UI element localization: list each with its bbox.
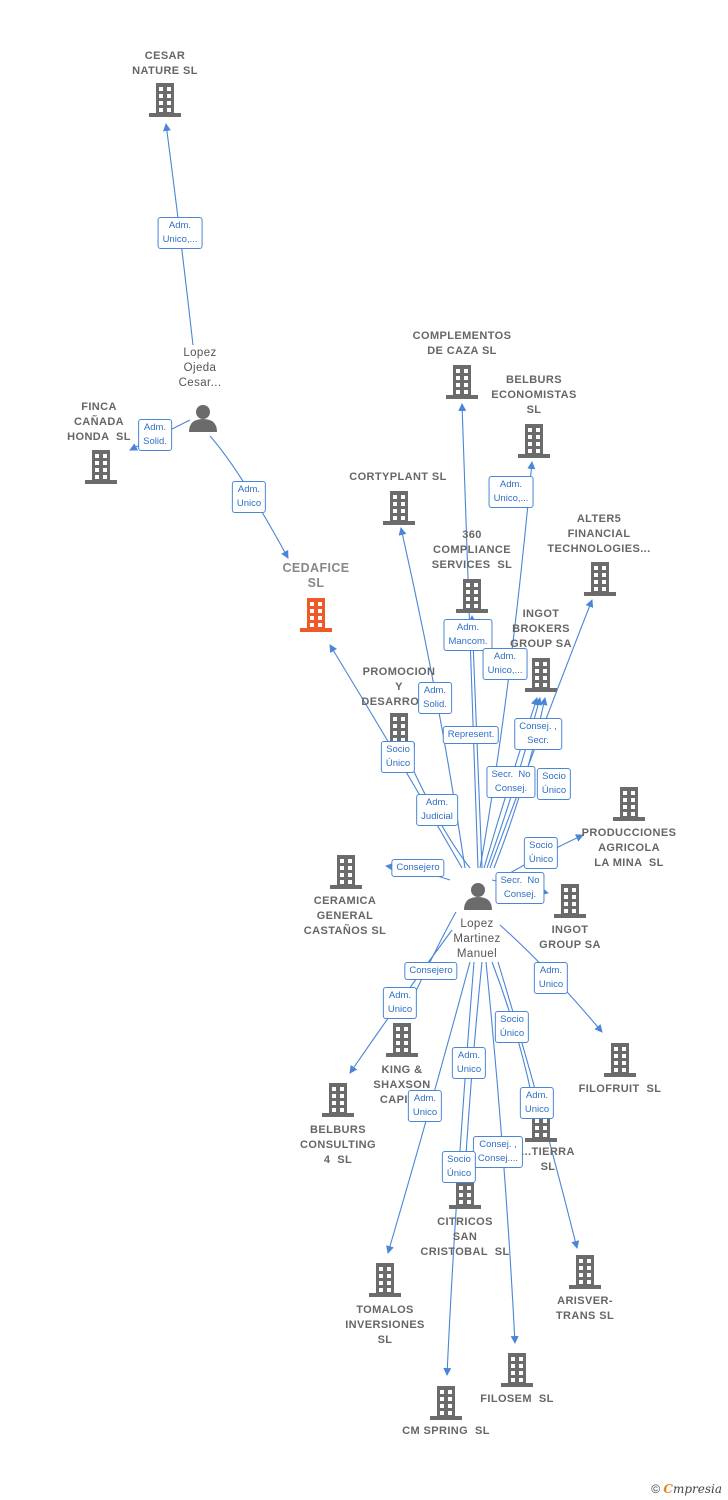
building-icon-belburs_econ[interactable] — [518, 424, 550, 458]
edge-label-lopez_martinez-to-compliance360[interactable]: Represent. — [442, 726, 500, 744]
building-icon-ingot_group[interactable] — [554, 884, 586, 918]
edge-label-lopez_martinez-to-ingot_brokers[interactable]: Adm. Unico,... — [482, 648, 528, 680]
brand-logo: Cmpresia — [663, 1482, 722, 1496]
node-label-filosem[interactable]: FILOSEM SL — [480, 1393, 554, 1405]
edge-label-lopez_martinez-to-ingot_group[interactable]: Secr. No Consej. — [495, 872, 545, 904]
edge-label-lopez_martinez-to-filofruit[interactable]: Adm. Unico — [533, 962, 569, 994]
building-icon-ceramica[interactable] — [330, 855, 362, 889]
building-icon-tomalos[interactable] — [369, 1263, 401, 1297]
edge-label-lopez_martinez-to-belburs_econ[interactable]: Adm. Unico,... — [488, 476, 534, 508]
node-label-promocion[interactable]: PROMOCION Y DESARROL... — [361, 666, 437, 708]
node-label-filofruit[interactable]: FILOFRUIT SL — [578, 1083, 662, 1095]
edge-label-lopez_martinez-to-king_shaxson[interactable]: Consejero — [404, 962, 458, 980]
building-icon-king_shaxson[interactable] — [386, 1023, 418, 1057]
node-label-cedafice[interactable]: CEDAFICE SL — [282, 561, 350, 590]
building-icon-alter5[interactable] — [584, 562, 616, 596]
building-icon-arisver[interactable] — [569, 1255, 601, 1289]
edge-label-lopez_martinez-to-alter5[interactable]: Consej. , Secr. — [514, 718, 562, 750]
node-label-tomalos[interactable]: TOMALOS INVERSIONES SL — [345, 1304, 425, 1346]
node-label-complementos[interactable]: COMPLEMENTOS DE CAZA SL — [412, 330, 512, 357]
person-icon-lopez_martinez[interactable] — [464, 883, 492, 910]
edge-label-lopez_martinez-to-tomalos[interactable]: Adm. Unico — [407, 1090, 443, 1122]
edge-label-lopez_martinez-to-filosem[interactable]: Consej. , Consej.... — [472, 1136, 524, 1168]
node-label-ingot_group[interactable]: INGOT GROUP SA — [539, 924, 601, 951]
edge-label-lopez_martinez-to-ceramica[interactable]: Consejero — [391, 859, 445, 877]
node-label-belburs_cons[interactable]: BELBURS CONSULTING 4 SL — [300, 1124, 376, 1166]
footer-brand: © Cmpresia — [651, 1482, 722, 1496]
edge-label-lopez_ojeda-to-cedafice[interactable]: Adm. Unico — [231, 481, 267, 513]
building-icon-ingot_brokers[interactable] — [525, 658, 557, 692]
edge-label-lopez_ojeda-to-cesar_nature[interactable]: Adm. Unico,... — [157, 217, 203, 249]
edge-label-lopez_martinez-to-cedafice[interactable]: Socio Único — [380, 741, 416, 773]
node-label-cortyplant[interactable]: CORTYPLANT SL — [349, 471, 447, 483]
edge-label-lopez_martinez-to-cm_spring[interactable]: Socio Único — [441, 1151, 477, 1183]
building-icon-complementos[interactable] — [446, 365, 478, 399]
edge-label-lopez_martinez-to-producciones[interactable]: Socio Único — [523, 837, 559, 869]
node-label-citricos[interactable]: CITRICOS SAN CRISTOBAL SL — [420, 1216, 510, 1258]
edge-label-lopez_martinez-to-tierra[interactable]: Socio Único — [494, 1011, 530, 1043]
edge-label-lopez_martinez-to-ingot_brokers[interactable]: Secr. No Consej. — [486, 766, 536, 798]
node-label-ingot_brokers[interactable]: INGOT BROKERS GROUP SA — [510, 608, 572, 650]
building-icon-cesar_nature[interactable] — [149, 83, 181, 117]
copyright-symbol: © — [651, 1482, 661, 1496]
building-icon-cedafice[interactable] — [300, 598, 332, 632]
node-label-compliance360[interactable]: 360 COMPLIANCE SERVICES SL — [431, 529, 513, 571]
edge-label-lopez_martinez-to-arisver[interactable]: Adm. Unico — [519, 1087, 555, 1119]
edge-label-lopez_martinez-to-cortyplant[interactable]: Adm. Solid. — [418, 682, 452, 714]
edge-lopez_martinez-to-belburs_econ — [479, 461, 536, 869]
node-label-cm_spring[interactable]: CM SPRING SL — [402, 1425, 490, 1437]
node-label-producciones[interactable]: PRODUCCIONES AGRICOLA LA MINA SL — [581, 827, 677, 869]
nodes-layer — [85, 83, 645, 1420]
node-label-finca_canada[interactable]: FINCA CAÑADA HONDA SL — [67, 401, 131, 443]
edge-label-lopez_martinez-to-ingot_brokers[interactable]: Socio Único — [536, 768, 572, 800]
node-label-tierra[interactable]: ...TIERRA SL — [521, 1146, 575, 1173]
building-icon-belburs_cons[interactable] — [322, 1083, 354, 1117]
node-label-belburs_econ[interactable]: BELBURS ECONOMISTAS SL — [491, 374, 577, 416]
edge-label-lopez_martinez-to-citricos[interactable]: Adm. Unico — [451, 1047, 487, 1079]
building-icon-compliance360[interactable] — [456, 579, 488, 613]
edge-label-lopez_martinez-to-complementos[interactable]: Adm. Mancom. — [443, 619, 493, 651]
node-label-ceramica[interactable]: CERAMICA GENERAL CASTAÑOS SL — [303, 895, 387, 937]
building-icon-producciones[interactable] — [613, 787, 645, 821]
edge-label-lopez_ojeda-to-finca_canada[interactable]: Adm. Solid. — [138, 419, 172, 451]
building-icon-cortyplant[interactable] — [383, 491, 415, 525]
building-icon-finca_canada[interactable] — [85, 450, 117, 484]
node-label-cesar_nature[interactable]: CESAR NATURE SL — [132, 50, 198, 77]
node-label-alter5[interactable]: ALTER5 FINANCIAL TECHNOLOGIES... — [547, 513, 651, 555]
building-icon-cm_spring[interactable] — [430, 1386, 462, 1420]
building-icon-filosem[interactable] — [501, 1353, 533, 1387]
node-label-lopez_martinez[interactable]: Lopez Martinez Manuel — [453, 918, 501, 960]
node-label-lopez_ojeda[interactable]: Lopez Ojeda Cesar... — [178, 347, 222, 389]
edge-label-lopez_martinez-to-promocion[interactable]: Adm. Judicial — [416, 794, 458, 826]
node-label-arisver[interactable]: ARISVER- TRANS SL — [555, 1295, 615, 1322]
building-icon-filofruit[interactable] — [604, 1043, 636, 1077]
edge-label-lopez_martinez-to-belburs_cons[interactable]: Adm. Unico — [382, 987, 418, 1019]
person-icon-lopez_ojeda[interactable] — [189, 405, 217, 432]
